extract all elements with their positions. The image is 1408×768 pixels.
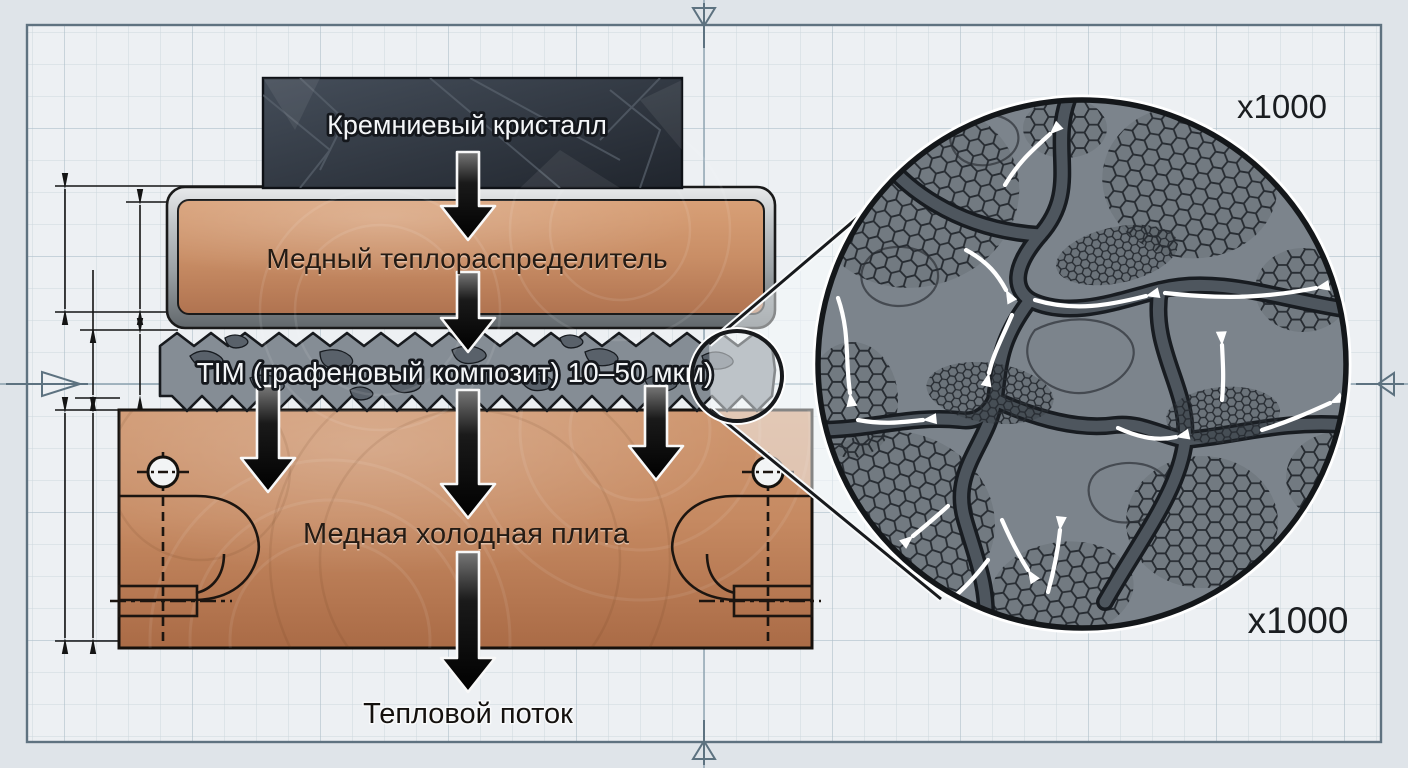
heat-spreader-label: Медный теплораспределитель — [266, 243, 667, 274]
heat-spreader-block — [165, 118, 777, 432]
inset-circle-rim — [815, 97, 1349, 631]
die-label: Кремниевый кристалл — [327, 110, 607, 140]
center-mark-right — [1356, 371, 1404, 397]
cold-plate-label: Медная холодная плита — [303, 518, 630, 550]
center-mark-top — [691, 3, 717, 48]
arrow-tim-to-plate-center — [439, 388, 497, 520]
plate-channel-right — [670, 452, 821, 645]
graphene-sheet-clusters — [926, 224, 1280, 444]
arrow-spreader-to-tim — [439, 270, 497, 354]
center-mark-bottom — [691, 720, 717, 765]
centering-marks — [6, 3, 1404, 765]
heat-path-arrows — [835, 120, 1345, 614]
heat-spreader-label-emboss: Медный теплораспределитель — [266, 245, 667, 276]
cold-plate-label-emboss: Медная холодная плита — [303, 520, 630, 552]
heat-flow-label: Тепловой поток — [363, 698, 573, 730]
center-mark-left — [6, 370, 88, 398]
callout-circle-small — [688, 327, 786, 425]
arrow-tim-to-plate-right — [627, 384, 685, 482]
die-crystal-texture — [263, 78, 682, 188]
magnification-label-top: x1000 — [1237, 88, 1327, 125]
arrow-plate-to-out — [439, 550, 497, 694]
mounting-hole-left — [137, 455, 189, 489]
tim-label: TIM (графеновый композит) 10–50 мкм) — [197, 357, 714, 388]
heat-flow-arrows — [239, 150, 685, 694]
arrow-die-to-spreader — [439, 150, 497, 242]
magnification-label-bottom: x1000 — [1248, 600, 1349, 641]
arrow-tim-to-plate-left — [239, 384, 297, 494]
inset-microstructure — [812, 94, 1352, 634]
